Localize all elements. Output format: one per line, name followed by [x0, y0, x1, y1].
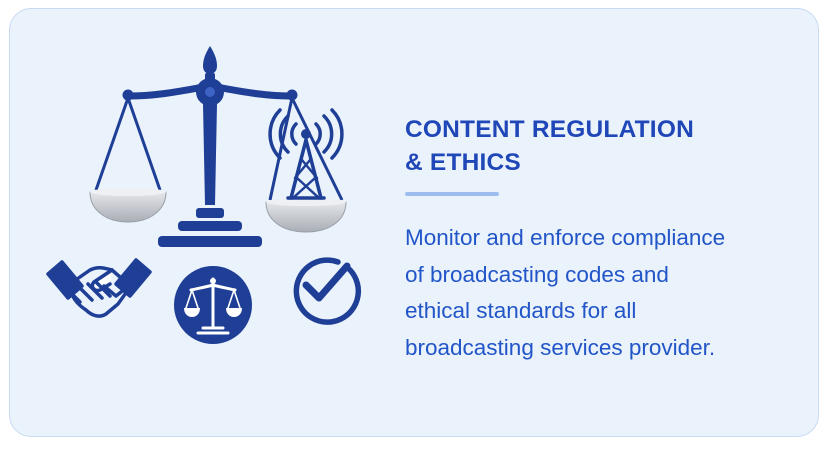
content-regulation-card [9, 8, 819, 437]
card-title-line-2: & ETHICS [405, 149, 521, 176]
handshake-icon [46, 258, 152, 318]
checkmark-circle-icon [293, 257, 362, 325]
card-title: CONTENT REGULATION & ETHICS [405, 113, 805, 179]
justice-scale-badge-icon [174, 266, 252, 344]
balance-scale-icon [94, 46, 344, 247]
card-title-line-1: CONTENT REGULATION [405, 116, 694, 143]
card-description-line-1: Monitor and enforce compliance [405, 225, 726, 250]
card-description-line-2: of broadcasting codes and [405, 261, 669, 287]
card-description-line-4: broadcasting services provider. [405, 334, 716, 360]
left-pan [89, 188, 167, 223]
card-description: Monitor and enforce compliance of broadc… [405, 220, 805, 366]
broadcast-tower-icon [268, 108, 344, 200]
right-pan [265, 198, 347, 233]
title-divider [405, 192, 499, 196]
card-description-line-3: ethical standards for all [405, 298, 637, 323]
